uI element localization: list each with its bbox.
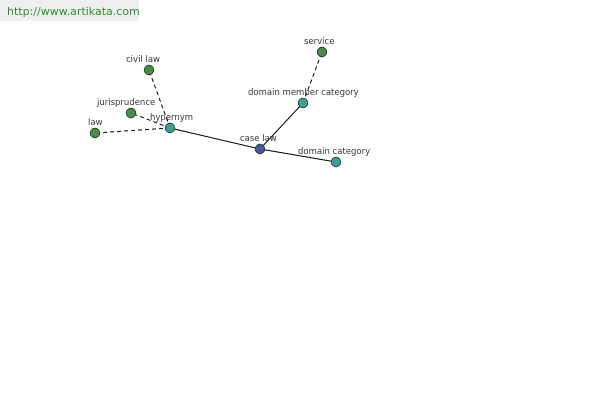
node-label-civil-law[interactable]: civil law xyxy=(126,55,160,65)
edge-case-law-to-hypernym xyxy=(169,127,261,150)
node-jurisprudence[interactable] xyxy=(125,107,137,119)
node-label-domain-category[interactable]: domain category xyxy=(298,147,370,157)
node-domain-member-category[interactable] xyxy=(297,97,309,109)
node-hypernym[interactable] xyxy=(164,122,176,134)
node-label-hypernym[interactable]: hypernym xyxy=(150,113,193,123)
node-domain-category[interactable] xyxy=(330,156,342,168)
node-label-law[interactable]: law xyxy=(88,118,103,128)
node-civil-law[interactable] xyxy=(143,64,155,76)
edge-hypernym-to-civil-law xyxy=(148,69,171,129)
node-service[interactable] xyxy=(316,46,328,58)
node-label-jurisprudence[interactable]: jurisprudence xyxy=(96,98,155,108)
edge-case-law-to-domain-member-category xyxy=(259,102,304,150)
site-url-banner[interactable]: http://www.artikata.com xyxy=(0,0,140,21)
edge-case-law-to-domain-category xyxy=(259,148,337,163)
node-label-domain-member-category[interactable]: domain member category xyxy=(248,88,359,98)
node-label-service[interactable]: service xyxy=(304,37,334,47)
edge-hypernym-to-law xyxy=(94,127,171,134)
node-case-law[interactable] xyxy=(254,143,266,155)
edge-domain-member-category-to-service xyxy=(302,51,323,104)
node-label-case-law[interactable]: case law xyxy=(240,134,277,144)
node-law[interactable] xyxy=(89,127,101,139)
